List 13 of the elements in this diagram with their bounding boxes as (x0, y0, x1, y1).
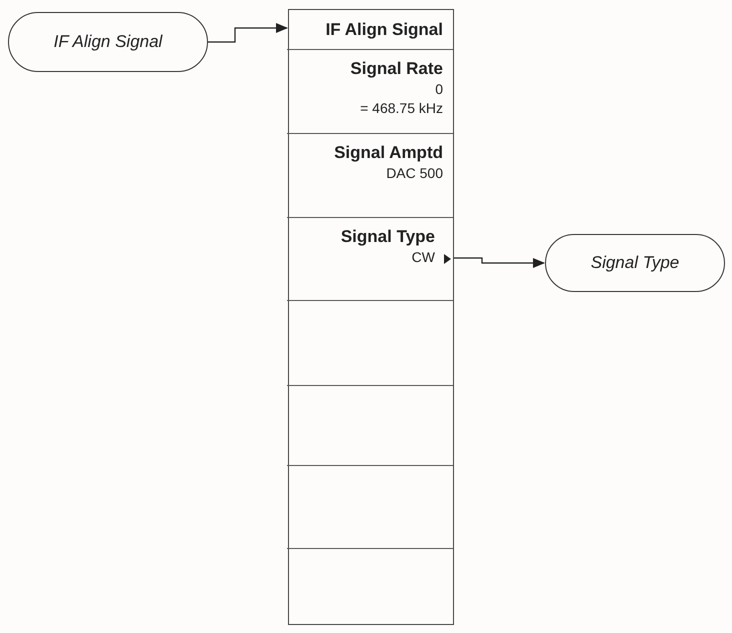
terminator-label: IF Align Signal (54, 31, 162, 54)
softkey-value: 0 (435, 80, 443, 99)
softkey-value: CW (412, 248, 435, 267)
softkey-label: Signal Amptd (334, 142, 443, 164)
softkey-label: Signal Rate (350, 58, 443, 80)
softkey-value: = 468.75 kHz (360, 99, 443, 118)
menu-title: IF Align Signal (326, 18, 443, 41)
softkey-label: Signal Type (340, 226, 435, 248)
terminator-label: Signal Type (590, 252, 680, 274)
menu-column (288, 9, 454, 625)
arrow (208, 23, 288, 43)
arrow (454, 257, 545, 268)
softkey-value: DAC 500 (386, 164, 443, 183)
